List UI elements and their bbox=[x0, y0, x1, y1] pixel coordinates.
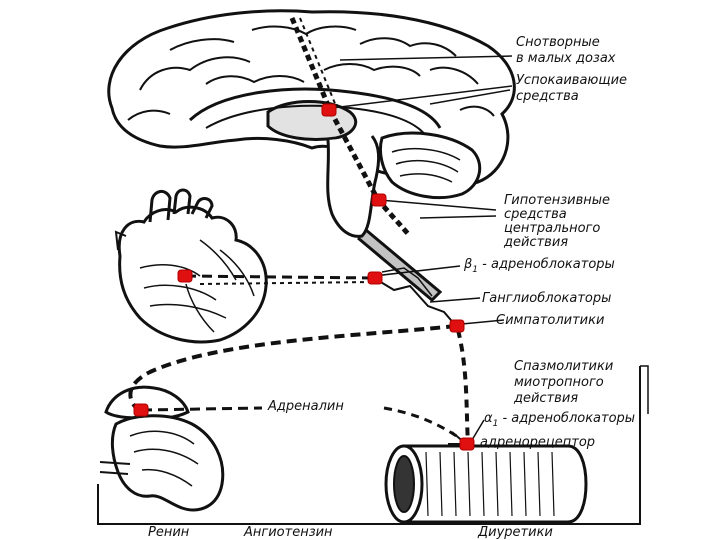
label-beta-blockers: β1 - адреноблокаторы bbox=[463, 257, 615, 275]
marker-heart bbox=[177, 269, 193, 283]
marker-receptor bbox=[459, 437, 475, 451]
label-central-3: центрального bbox=[504, 221, 600, 236]
label-spasmo-3: действия bbox=[513, 391, 578, 406]
label-alpha-blockers: α1 - адреноблокаторы bbox=[484, 411, 635, 429]
label-central-1: Гипотензивные bbox=[504, 193, 610, 208]
label-spasmo-2: миотропного bbox=[514, 375, 604, 390]
adrenal-to-adrenalin-line bbox=[141, 406, 263, 412]
label-adrenalin: Адреналин bbox=[267, 399, 344, 414]
vessel-icon bbox=[384, 444, 588, 524]
ganglion-nerve bbox=[373, 277, 457, 327]
alpha-symbol: α bbox=[484, 411, 493, 426]
beta-subscript: 1 bbox=[472, 265, 478, 275]
marker-adrenal bbox=[133, 403, 149, 417]
pathways bbox=[97, 17, 641, 525]
label-ganglio: Ганглиоблокаторы bbox=[482, 291, 611, 306]
sympathetic-to-adrenal-line bbox=[128, 324, 457, 412]
label-sympatho: Симпатолитики bbox=[496, 313, 604, 328]
label-pointers bbox=[331, 55, 649, 441]
labels: Снотворные в малых дозах Успокаивающие с… bbox=[148, 35, 635, 540]
markers bbox=[133, 103, 475, 451]
sympathetic-to-receptor-line bbox=[456, 329, 470, 445]
label-receptor: адренорецептор bbox=[480, 435, 595, 450]
marker-ganglion bbox=[367, 271, 383, 285]
central-pathway-inner bbox=[299, 17, 337, 107]
alpha-text: - адреноблокаторы bbox=[498, 411, 635, 426]
label-hypnotics-1: Снотворные bbox=[516, 35, 600, 50]
label-angiotensin: Ангиотензин bbox=[243, 525, 333, 540]
marker-thalamus bbox=[321, 103, 337, 117]
alpha-subscript: 1 bbox=[493, 419, 499, 429]
bottom-bracket bbox=[97, 366, 641, 525]
heart-icon bbox=[114, 188, 268, 344]
ganglion-nerve-b bbox=[381, 267, 433, 297]
label-hypnotics-2: в малых дозах bbox=[516, 51, 616, 66]
marker-sympathetic bbox=[449, 319, 465, 333]
beta-text: - адреноблокаторы bbox=[478, 257, 615, 272]
beta-symbol: β bbox=[463, 257, 472, 272]
label-sedatives-2: средства bbox=[516, 89, 579, 104]
marker-brainstem bbox=[371, 193, 387, 207]
central-pathway-line bbox=[289, 17, 412, 238]
label-spasmo-1: Спазмолитики bbox=[514, 359, 613, 374]
adrenal-kidney-icon bbox=[99, 385, 225, 512]
label-sedatives-1: Успокаивающие bbox=[516, 73, 627, 88]
label-renin: Ренин bbox=[148, 525, 190, 540]
adrenalin-to-receptor-line bbox=[383, 406, 463, 442]
label-central-4: действия bbox=[503, 235, 568, 250]
label-central-2: средства bbox=[504, 207, 567, 222]
label-diuretics: Диуретики bbox=[477, 525, 553, 540]
